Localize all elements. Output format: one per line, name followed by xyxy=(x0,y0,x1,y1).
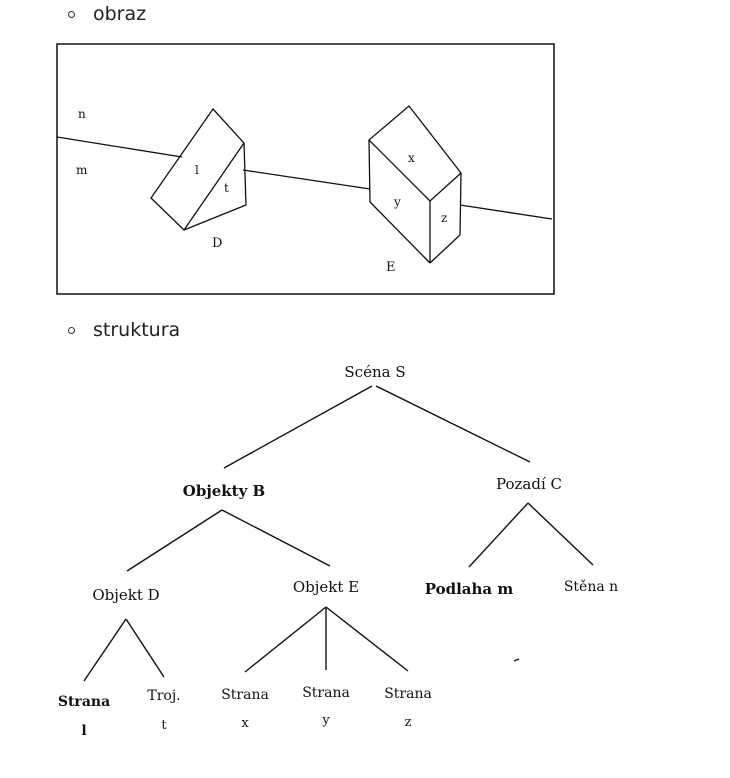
label-l: l xyxy=(195,163,199,177)
tree-leaf-z-title: Strana xyxy=(384,686,432,702)
label-t: t xyxy=(224,181,229,195)
bullet-circle-icon xyxy=(68,326,75,334)
label-n: n xyxy=(78,107,86,121)
label-y: y xyxy=(393,195,401,209)
image-frame xyxy=(56,43,555,295)
tree-leaf-t-sub: t xyxy=(161,718,167,733)
object-d-wedge xyxy=(150,107,247,232)
label-E: E xyxy=(386,260,396,275)
tree-leaf-l-sub: l xyxy=(81,723,86,739)
bullet-label-obraz: obraz xyxy=(93,3,147,25)
label-m: m xyxy=(76,163,88,177)
horizon-line-left xyxy=(56,136,183,158)
label-z: z xyxy=(441,211,447,225)
tree-edges xyxy=(83,385,594,682)
horizon-line-mid xyxy=(242,169,371,190)
tree-leaf-z-sub: z xyxy=(405,715,412,730)
tree-node-wall: Stěna n xyxy=(564,579,618,595)
horizon-line-right xyxy=(459,204,553,220)
tree-node-background: Pozadí C xyxy=(496,475,562,493)
bullet-label-struktura: struktura xyxy=(93,319,181,341)
tree-leaf-x-title: Strana xyxy=(221,687,269,703)
label-x: x xyxy=(408,151,415,165)
label-D: D xyxy=(212,236,222,251)
bullet-struktura: struktura xyxy=(68,316,180,344)
tree-node-root: Scéna S xyxy=(344,363,405,381)
speck-mark xyxy=(513,658,520,662)
tree-leaf-y-title: Strana xyxy=(302,685,350,701)
tree-node-floor: Podlaha m xyxy=(425,580,514,598)
tree-leaf-l-title: Strana xyxy=(58,694,110,710)
tree-leaf-t-title: Troj. xyxy=(147,688,180,704)
tree-node-objects: Objekty B xyxy=(183,482,265,500)
tree-node-object-d: Objekt D xyxy=(92,586,159,604)
tree-leaf-x-sub: x xyxy=(241,716,249,731)
tree-node-object-e: Objekt E xyxy=(293,578,359,596)
tree-leaf-y-sub: y xyxy=(321,713,330,728)
bullet-circle-icon xyxy=(68,10,75,18)
bullet-obraz: obraz xyxy=(68,0,146,28)
object-e-box xyxy=(368,105,462,264)
